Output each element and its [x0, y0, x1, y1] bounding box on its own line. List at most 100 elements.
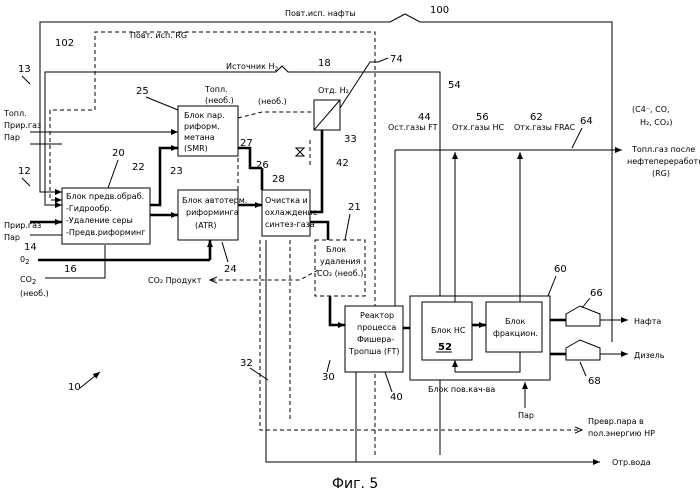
opt-hatch-label: (необ.): [258, 97, 287, 106]
ref-62: 62: [530, 112, 543, 123]
ref-23: 23: [170, 166, 183, 177]
fuel-opt-label-2: (необ.): [205, 96, 234, 105]
ref-66: 66: [590, 288, 603, 299]
hc-label: Блок HC: [431, 326, 466, 335]
cleanup-line-1: Очистка и: [265, 196, 308, 205]
ref-54: 54: [448, 80, 461, 91]
ref-32-leader: [250, 368, 268, 380]
ref-42: 42: [336, 158, 349, 169]
ref-25-leader: [146, 97, 178, 110]
ref-68: 68: [588, 376, 601, 387]
valve-icon: [296, 148, 304, 156]
cleanup-line-3: синтез-газа: [265, 220, 315, 229]
ft-line-4: Тропша (FT): [348, 347, 399, 356]
ref-28: 28: [272, 174, 285, 185]
ref-40: 40: [390, 392, 403, 403]
ref-44: 44: [418, 112, 431, 123]
h2-sep-label: Отд. H₂: [318, 86, 349, 95]
naphtha-recycle-label: Повт.исп. нафты: [285, 9, 356, 18]
atr-line-2: риформинга: [186, 208, 239, 217]
pretreat-line-3: -Удаление серы: [66, 216, 133, 225]
h2-source-label: Источник H2: [226, 62, 278, 73]
cleanup-to-h2sep: [310, 122, 322, 212]
co2-in-opt: (необ.): [20, 289, 49, 298]
ref-18: 18: [318, 58, 331, 69]
ref-24: 24: [224, 264, 237, 275]
rg-recycle-label: Повт. исп. RG: [130, 31, 187, 40]
ref-30: 30: [322, 372, 335, 383]
steam-power-label-1: Превр.пара в: [588, 417, 644, 426]
figure-caption: Фиг. 5: [332, 476, 378, 492]
c4-label-2: H₂, CO₂): [640, 118, 673, 127]
hc-offgas-label: Отх.газы HC: [452, 123, 504, 132]
co2-product-label: CO₂ Продукт: [148, 276, 202, 285]
ft-line-3: Фишера-: [357, 335, 394, 344]
cleanup-line-2: охлаждение: [265, 208, 318, 217]
ref-68-leader: [580, 362, 586, 376]
ref-30-leader: [327, 360, 330, 372]
ref-21-leader: [345, 214, 350, 240]
smr-line-4: (SMR): [184, 144, 208, 153]
pretreat-line-1: Блок предв.обраб.: [66, 192, 144, 201]
ref-10-arrow: [80, 372, 100, 388]
frac-offgas-label: Отх.газы FRAC: [514, 123, 576, 132]
ref-22: 22: [132, 162, 145, 173]
refinery-fuel-label-3: (RG): [652, 169, 670, 178]
steam-label-2: Пар: [4, 233, 20, 242]
ref-10: 10: [68, 382, 81, 393]
co2-in-label: CO2: [20, 275, 36, 286]
pretreat-line-2: -Гидрообр.: [66, 204, 112, 213]
ref-100: 100: [430, 5, 449, 16]
refinery-fuel-label-1: Топл.газ после: [631, 145, 695, 154]
o2-label: 02: [20, 255, 30, 266]
ft-line-1: Реактор: [360, 311, 394, 320]
ref-27: 27: [240, 138, 253, 149]
steam-label: Пар: [4, 133, 20, 142]
ref-32: 32: [240, 358, 253, 369]
ref-24-leader: [222, 242, 228, 262]
ref-33: 33: [344, 134, 357, 145]
smr-line-3: метана: [184, 133, 215, 142]
ref-20-leader: [108, 160, 118, 188]
ft-line-2: процесса: [357, 323, 396, 332]
ref-60: 60: [554, 264, 567, 275]
ref-102: 102: [55, 38, 74, 49]
diesel-tank-icon: [566, 340, 600, 360]
h2-sep-to-source: [340, 58, 388, 108]
ref-14: 14: [24, 242, 37, 253]
fuel-gas-label-1: Топл.: [3, 109, 27, 118]
ref-56: 56: [476, 112, 489, 123]
ref-40-leader: [385, 372, 392, 392]
fuel-opt-label-1: Топл.: [204, 85, 228, 94]
ref-12: 12: [18, 166, 31, 177]
smr-line-2: риформ.: [184, 122, 220, 131]
ref-64: 64: [580, 116, 593, 127]
frac-line-1: Блок: [505, 317, 525, 326]
ref-13: 13: [18, 64, 31, 75]
refinery-fuel-label-2: нефтепереработки: [627, 157, 700, 166]
wastewater-label: Отр.вода: [612, 458, 651, 467]
ref-74: 74: [390, 54, 403, 65]
smr-line-1: Блок пар.: [184, 111, 225, 120]
ref-60-leader: [548, 276, 556, 296]
atr-line-1: Блок автотерм.: [182, 196, 247, 205]
upgrade-block-label: Блок пов.кач-ва: [428, 385, 495, 394]
co2-line-3: CO₂ (необ.): [317, 269, 363, 278]
steam-power-label-2: пол.энергию HP: [588, 429, 655, 438]
ft-offgas-label: Ост.газы FT: [388, 123, 438, 132]
c4-label-1: (C4⁻, CO,: [632, 105, 670, 114]
naphtha-tank-icon: [566, 306, 600, 326]
atr-line-3: (ATR): [195, 221, 217, 230]
co2-line-2: удаления: [320, 257, 361, 266]
ref-21: 21: [348, 202, 361, 213]
ref-20: 20: [112, 148, 125, 159]
ref-66-leader: [582, 298, 590, 308]
ref-16: 16: [64, 264, 77, 275]
ref-13-leader: [22, 76, 30, 84]
hc-num: 52: [438, 342, 452, 353]
pretreat-line-4: -Предв.риформинг: [66, 228, 145, 237]
opt-dashed-line: [238, 112, 318, 118]
ref-12-leader: [22, 178, 30, 186]
frac-line-2: фракцион.: [493, 329, 538, 338]
syngas-to-ft: [330, 296, 345, 325]
